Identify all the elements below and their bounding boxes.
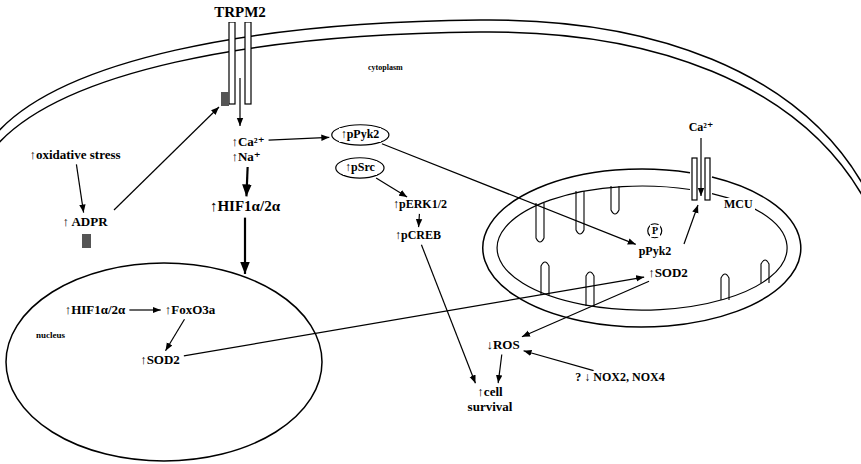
node-text: ↑Ca²⁺ ↑Na⁺ — [229, 135, 266, 165]
arrow-connector — [269, 137, 330, 140]
node-text: ↑SOD2 — [138, 353, 182, 368]
node-text: ↑pCREB — [393, 229, 443, 243]
cell-membrane — [0, 32, 861, 202]
mitochondrion: MCU PpPyk2 ↑SOD2 — [482, 168, 802, 328]
node-text: pPyk2 — [637, 245, 674, 259]
crista — [611, 186, 619, 214]
factor-text: ↑FoxO3a — [163, 303, 218, 318]
node-text: ↑pPyk2 — [339, 128, 382, 142]
node-text: nucleus — [34, 330, 67, 340]
node-text: ↑oxidative stress — [27, 148, 122, 163]
binding-arrow — [114, 107, 219, 210]
influx-arrow — [239, 78, 240, 126]
channel-wall — [705, 158, 710, 200]
inner-membrane — [497, 186, 787, 310]
enzyme-text: ↑SOD2 — [138, 353, 182, 368]
arrow-connector — [129, 309, 160, 310]
kinase-text: ↑pERK1/2 — [391, 198, 449, 212]
stimulus-text: ↑oxidative stress — [27, 148, 122, 163]
ion-text: ↑Ca²⁺ ↑Na⁺ — [229, 135, 266, 165]
node-text: ↑HIF1α/2α — [63, 303, 128, 318]
kinase-ellipse: ↑pSrc — [335, 157, 385, 179]
channel-wall — [692, 158, 697, 200]
arrow-connector — [524, 351, 594, 371]
nuclear-envelope — [6, 263, 322, 461]
factor-text: ↑HIF1α/2α — [208, 198, 282, 215]
outer-membrane — [483, 169, 801, 327]
node-text: ↑SOD2 — [646, 266, 690, 281]
activation-arrow — [684, 205, 698, 244]
outcome-text: ↑cell survival — [466, 385, 515, 415]
kinase-ellipse: ↑pPyk2 — [331, 124, 390, 146]
factor-text: ↑pCREB — [393, 229, 443, 243]
crista — [576, 191, 584, 234]
enzyme-text: ↑SOD2 — [646, 266, 690, 281]
outline — [336, 158, 384, 178]
binding-site — [221, 92, 229, 106]
node-text: ? ↓ NOX2, NOX4 — [573, 371, 666, 385]
arrow-connector — [382, 144, 636, 245]
channel-wall — [229, 22, 235, 104]
node-text: ↑ ADPR — [60, 215, 109, 230]
arrow-connector — [421, 245, 475, 383]
arrow-connector — [166, 319, 185, 351]
arrow-connector — [498, 354, 502, 383]
node-text: P — [650, 225, 660, 237]
cell-membrane — [0, 20, 861, 190]
crista — [721, 274, 729, 300]
crista — [536, 203, 544, 242]
node-text: cytoplasm — [366, 63, 405, 72]
outline — [331, 125, 388, 145]
crista — [586, 272, 594, 306]
nucleus-ellipse: nucleus ↑HIF1α/2α ↑FoxO3a ↑SOD2 — [5, 262, 323, 462]
ion-label: Ca²⁺ — [687, 121, 716, 135]
phospho-circle: P — [647, 223, 663, 239]
molecule-text: ↑ ADPR — [60, 215, 109, 230]
node-text: ↑HIF1α/2α — [208, 198, 282, 215]
arrow-connector — [376, 178, 407, 197]
arrow-connector — [246, 167, 247, 196]
ligand-block — [82, 234, 91, 248]
ros-text: ↓ROS — [484, 338, 521, 353]
enzyme-text: ? ↓ NOX2, NOX4 — [573, 371, 666, 385]
uptake-arrow — [700, 138, 701, 196]
arrow-connector — [76, 164, 83, 212]
outline — [648, 224, 662, 238]
channel-label: TRPM2 — [212, 4, 268, 21]
arrow-connector — [184, 277, 644, 356]
node-text: ↑pSrc — [343, 161, 377, 175]
crista — [761, 260, 769, 283]
factor-text: ↑HIF1α/2α — [63, 303, 128, 318]
channel-wall — [245, 22, 251, 104]
node-text: ↑pERK1/2 — [391, 198, 449, 212]
node-text: ↑cell survival — [466, 385, 515, 415]
arrow-connector — [418, 214, 420, 227]
node-text: MCU — [722, 198, 755, 212]
node-text: ↓ROS — [484, 338, 521, 353]
arrow-connector — [244, 218, 246, 274]
crista — [541, 262, 549, 295]
kinase-text: pPyk2 — [637, 245, 674, 259]
node-text: ↑FoxO3a — [163, 303, 218, 318]
